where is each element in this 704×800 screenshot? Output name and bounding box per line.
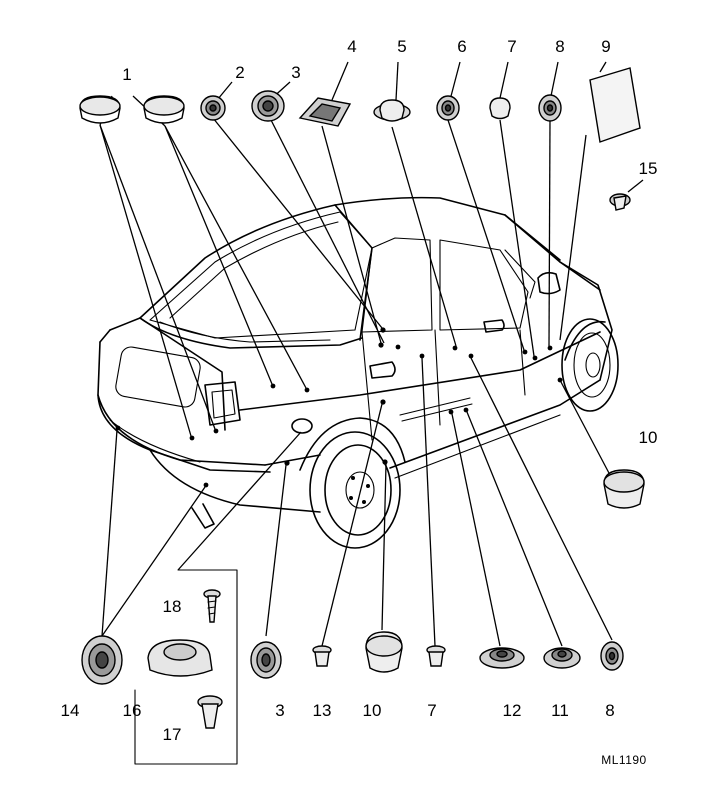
part-4-rect-grommet bbox=[298, 97, 352, 127]
part-3-grommet-bottom bbox=[250, 641, 282, 679]
callout-10-bottom: 10 bbox=[363, 701, 382, 720]
part-5-plug bbox=[373, 99, 411, 122]
part-17-clip bbox=[197, 695, 223, 729]
part-18-screw bbox=[203, 589, 221, 623]
callout-8-top: 8 bbox=[555, 37, 564, 56]
callout-6: 6 bbox=[457, 37, 466, 56]
callout-13: 13 bbox=[313, 701, 332, 720]
part-12-grommet bbox=[479, 647, 525, 669]
part-8-grommet-bottom bbox=[600, 641, 624, 671]
figure-reference: ML1190 bbox=[601, 753, 646, 767]
callout-8-bottom: 8 bbox=[605, 701, 614, 720]
callout-7-top: 7 bbox=[507, 37, 516, 56]
part-15-small-plug bbox=[609, 193, 631, 211]
part-16-assembly-box bbox=[134, 569, 238, 765]
part-3-grommet-top bbox=[251, 90, 285, 122]
part-8-grommet-top bbox=[538, 94, 562, 122]
callout-12: 12 bbox=[503, 701, 522, 720]
part-6-grommet bbox=[436, 95, 460, 121]
part-11-grommet bbox=[543, 647, 581, 669]
callout-2: 2 bbox=[235, 63, 244, 82]
callout-3-bottom: 3 bbox=[275, 701, 284, 720]
part-10-plug-right bbox=[603, 469, 645, 509]
part-1-plug-b bbox=[143, 95, 185, 124]
callout-11: 11 bbox=[551, 701, 569, 720]
leader-lines bbox=[99, 61, 644, 647]
callout-15: 15 bbox=[639, 159, 658, 178]
part-14-grommet bbox=[81, 635, 123, 685]
part-2-grommet bbox=[200, 95, 226, 121]
callout-1: 1 bbox=[122, 65, 131, 84]
callout-16: 16 bbox=[123, 701, 142, 720]
callout-4: 4 bbox=[347, 37, 356, 56]
part-13-plug bbox=[312, 645, 332, 667]
body-holes bbox=[115, 327, 563, 488]
part-7-plug-bottom bbox=[426, 645, 446, 667]
callout-14: 14 bbox=[61, 701, 80, 720]
part-10-plug-bottom bbox=[365, 631, 403, 673]
part-7-plug-top bbox=[489, 97, 511, 120]
callout-7-bottom: 7 bbox=[427, 701, 436, 720]
part-1-plug-a bbox=[79, 95, 121, 124]
part-16-cover bbox=[147, 639, 213, 677]
callout-5: 5 bbox=[397, 37, 406, 56]
callout-17: 17 bbox=[163, 725, 182, 744]
part-9-patch bbox=[589, 67, 641, 143]
callout-10-right: 10 bbox=[639, 428, 658, 447]
callout-18: 18 bbox=[163, 597, 182, 616]
callout-9: 9 bbox=[601, 37, 610, 56]
callout-3-top: 3 bbox=[291, 63, 300, 82]
